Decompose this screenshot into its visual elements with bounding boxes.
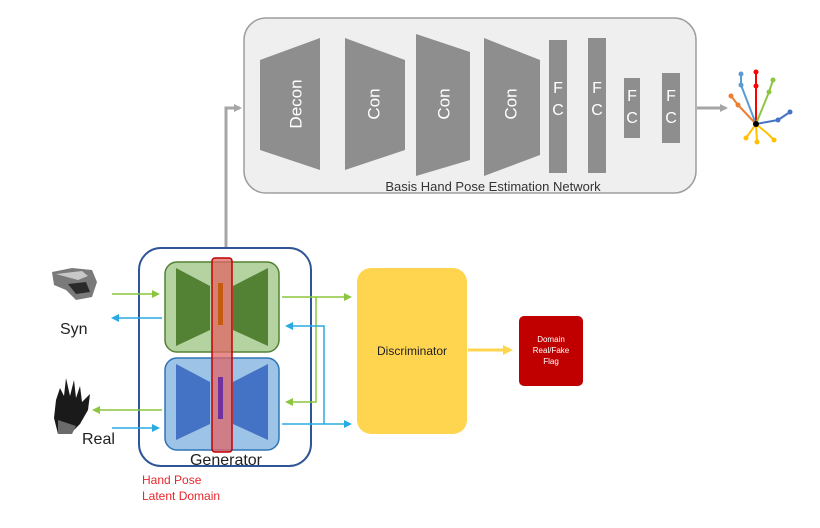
syn-encoder [176, 268, 210, 346]
real-decoder [233, 364, 268, 440]
real-label: Real [82, 431, 115, 448]
decon-label: Decon [286, 79, 305, 128]
discriminator: Discriminator [357, 268, 467, 434]
syn-to-real-cross [285, 297, 317, 406]
con-layer-2: Con [416, 34, 470, 176]
real-to-syn-cross [285, 322, 325, 424]
generator: Generator [138, 247, 312, 469]
flag-line-3: Flag [543, 357, 559, 366]
latent-domain-bar [211, 257, 233, 453]
discriminator-label: Discriminator [377, 344, 447, 358]
decon-layer: Decon [260, 38, 320, 170]
con-label-1: Con [364, 88, 383, 119]
domain-flag-box [519, 316, 583, 386]
discriminator-box [357, 268, 467, 434]
domain-flag: Domain Real/Fake Flag [519, 316, 583, 386]
syn-latent-code [218, 283, 223, 325]
real-encoder [176, 364, 210, 440]
syn-hand-depth-image [52, 268, 97, 300]
latent-to-network-arrow [224, 104, 242, 252]
network-title: Basis Hand Pose Estimation Network [385, 179, 601, 194]
con-layer-3: Con [484, 38, 540, 176]
con-label-2: Con [434, 88, 453, 119]
flag-line-2: Real/Fake [533, 346, 570, 355]
con-layer-1: Con [345, 38, 405, 170]
con-label-3: Con [501, 88, 520, 119]
latent-label-line2: Latent Domain [142, 489, 220, 503]
syn-label: Syn [60, 321, 88, 338]
real-latent-code [218, 377, 223, 419]
generator-label: Generator [190, 452, 263, 469]
flag-line-1: Domain [537, 335, 565, 344]
real-hand-depth-image [54, 378, 90, 434]
syn-decoder [233, 268, 268, 346]
hand-skeleton-icon [728, 69, 793, 145]
latent-label-line1: Hand Pose [142, 473, 202, 487]
